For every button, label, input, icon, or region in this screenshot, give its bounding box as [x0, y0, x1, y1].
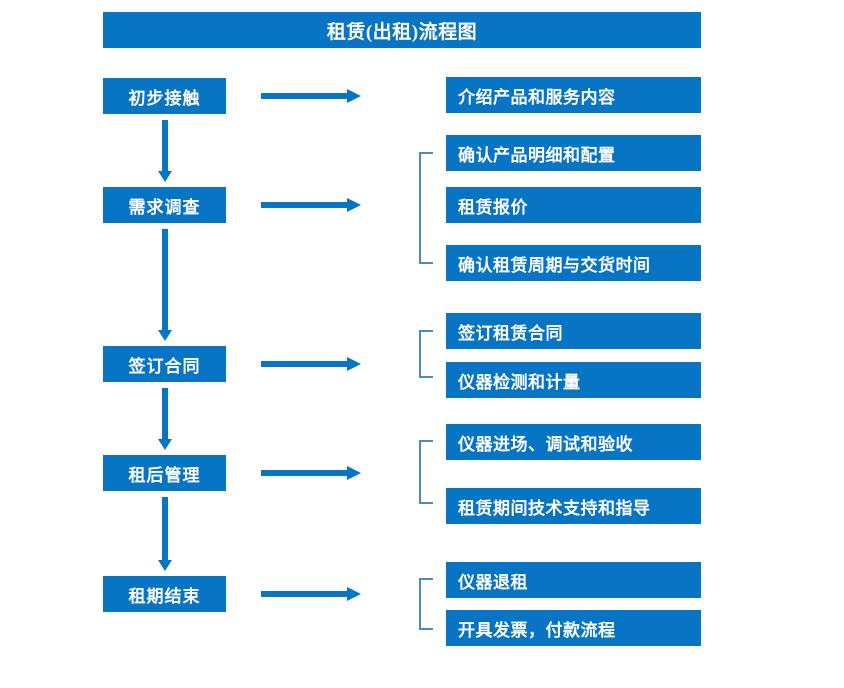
arrow-down-4-head: [158, 560, 172, 571]
arrow-right-3: [261, 355, 361, 373]
arrow-down-1-shaft: [162, 120, 168, 171]
arrow-right-4-shaft: [261, 470, 347, 476]
stage-box-5[interactable]: 租期结束: [103, 576, 226, 612]
stage-box-4[interactable]: 租后管理: [103, 455, 226, 491]
arrow-right-1-head: [347, 89, 361, 103]
group-bracket-1: [419, 152, 433, 264]
arrow-down-2-shaft: [162, 229, 168, 330]
arrow-down-3-shaft: [162, 388, 168, 439]
arrow-down-4: [155, 497, 175, 571]
arrow-down-3-head: [158, 439, 172, 450]
detail-box-8[interactable]: 租赁期间技术支持和指导: [446, 488, 701, 524]
arrow-right-3-head: [347, 357, 361, 371]
detail-box-10[interactable]: 开具发票，付款流程: [446, 610, 701, 646]
detail-box-1[interactable]: 介绍产品和服务内容: [446, 77, 701, 113]
arrow-right-5-head: [347, 587, 361, 601]
arrow-right-4-head: [347, 466, 361, 480]
arrow-down-2: [155, 229, 175, 341]
stage-box-3[interactable]: 签订合同: [103, 346, 226, 382]
stage-box-2[interactable]: 需求调查: [103, 187, 226, 223]
detail-box-2[interactable]: 确认产品明细和配置: [446, 135, 701, 171]
arrow-right-2-shaft: [261, 202, 347, 208]
arrow-right-1-shaft: [261, 93, 347, 99]
detail-box-7[interactable]: 仪器进场、调试和验收: [446, 424, 701, 460]
detail-box-6[interactable]: 仪器检测和计量: [446, 362, 701, 398]
detail-box-4[interactable]: 确认租赁周期与交货时间: [446, 245, 701, 281]
arrow-right-5-shaft: [261, 591, 347, 597]
detail-box-9[interactable]: 仪器退租: [446, 562, 701, 598]
chart-title-bar: 租赁(出租)流程图: [103, 12, 701, 48]
group-bracket-3: [419, 440, 433, 504]
arrow-down-2-head: [158, 330, 172, 341]
group-bracket-2: [419, 330, 433, 378]
arrow-right-4: [261, 464, 361, 482]
stage-box-1[interactable]: 初步接触: [103, 78, 226, 114]
arrow-down-1: [155, 120, 175, 182]
arrow-right-5: [261, 585, 361, 603]
detail-box-3[interactable]: 租赁报价: [446, 187, 701, 223]
arrow-right-2-head: [347, 198, 361, 212]
arrow-down-3: [155, 388, 175, 450]
group-bracket-4: [419, 578, 433, 630]
detail-box-5[interactable]: 签订租赁合同: [446, 313, 701, 349]
arrow-down-4-shaft: [162, 497, 168, 560]
arrow-down-1-head: [158, 171, 172, 182]
arrow-right-1: [261, 87, 361, 105]
arrow-right-3-shaft: [261, 361, 347, 367]
arrow-right-2: [261, 196, 361, 214]
